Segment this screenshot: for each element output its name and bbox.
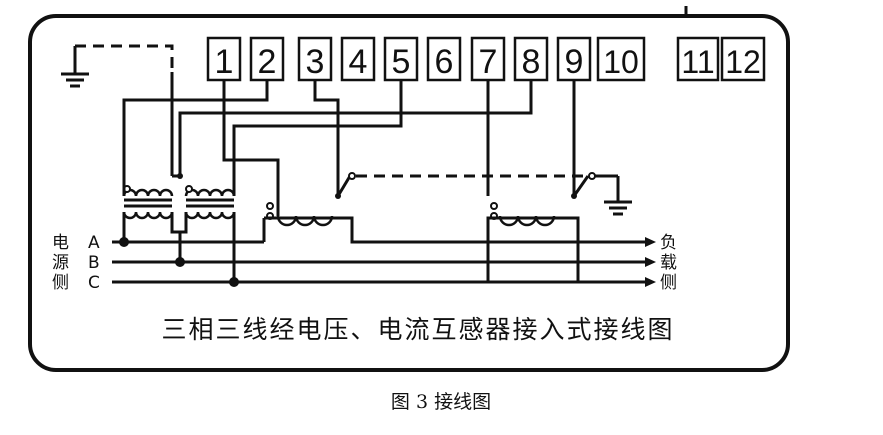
diagram-title: 三相三线经电压、电流互感器接入式接线图 xyxy=(161,315,674,344)
bus-b-arrow xyxy=(645,257,656,267)
ct1-switch xyxy=(336,175,352,197)
pt-shared-primary-b xyxy=(170,212,188,234)
load-label-2: 载 xyxy=(660,253,677,273)
pt-mid-to-8 xyxy=(178,80,533,176)
terminal-1-box xyxy=(206,36,242,82)
phase-b-label: B xyxy=(88,253,100,273)
source-label-3: 侧 xyxy=(52,273,69,293)
terminal-7: 7 xyxy=(479,43,498,81)
ct1-secondary-to-1 xyxy=(222,80,280,216)
terminal-12-box xyxy=(720,36,766,82)
bus-c-arrow xyxy=(645,277,656,287)
terminal-10: 10 xyxy=(603,44,639,80)
terminal-3-box xyxy=(297,36,333,82)
ct1-coil xyxy=(276,215,334,227)
load-label-3: 侧 xyxy=(660,273,677,293)
diagram-frame xyxy=(28,14,790,372)
ct2-coil xyxy=(498,215,556,227)
terminal-1: 1 xyxy=(215,43,234,81)
terminal-block: 1 2 3 4 5 6 7 8 9 10 11 12 xyxy=(206,36,766,82)
terminal-3: 3 xyxy=(306,43,325,81)
terminal-12: 12 xyxy=(725,44,761,80)
source-label-2: 源 xyxy=(52,253,69,273)
terminal-2: 2 xyxy=(258,43,277,81)
terminal-11: 11 xyxy=(681,44,714,80)
terminal-5-box xyxy=(383,36,419,82)
ground-left-dashed-link xyxy=(75,44,174,72)
pt-right-secondary-to-5 xyxy=(232,80,403,196)
terminal-4: 4 xyxy=(349,43,368,81)
terminal-6: 6 xyxy=(435,43,454,81)
terminal-6-box xyxy=(426,36,462,82)
terminal-2-box xyxy=(249,36,285,82)
source-label-1: 电 xyxy=(52,233,69,253)
terminal-5: 5 xyxy=(392,43,411,81)
terminal-8: 8 xyxy=(522,43,541,81)
ct1-line xyxy=(264,216,645,244)
bus-a-arrow xyxy=(645,237,656,247)
terminal-11-box xyxy=(676,36,720,82)
ct2-line xyxy=(486,216,580,282)
pt-left-secondary-to-2 xyxy=(122,80,269,196)
load-label-1: 负 xyxy=(660,233,677,253)
voltage-transformer-left xyxy=(122,185,174,220)
phase-c-label: C xyxy=(88,273,100,293)
voltage-transformer-right xyxy=(184,185,236,220)
ct1-secondary-to-3 xyxy=(313,80,340,196)
ct2-switch xyxy=(572,175,590,197)
phase-a-label: A xyxy=(88,233,100,253)
ground-left xyxy=(61,46,89,88)
terminal-4-box xyxy=(340,36,376,82)
ground-right xyxy=(600,174,632,216)
figure-caption: 图 3 接线图 xyxy=(391,391,491,413)
terminal-9: 9 xyxy=(565,43,584,81)
terminal-10-box xyxy=(596,36,646,82)
